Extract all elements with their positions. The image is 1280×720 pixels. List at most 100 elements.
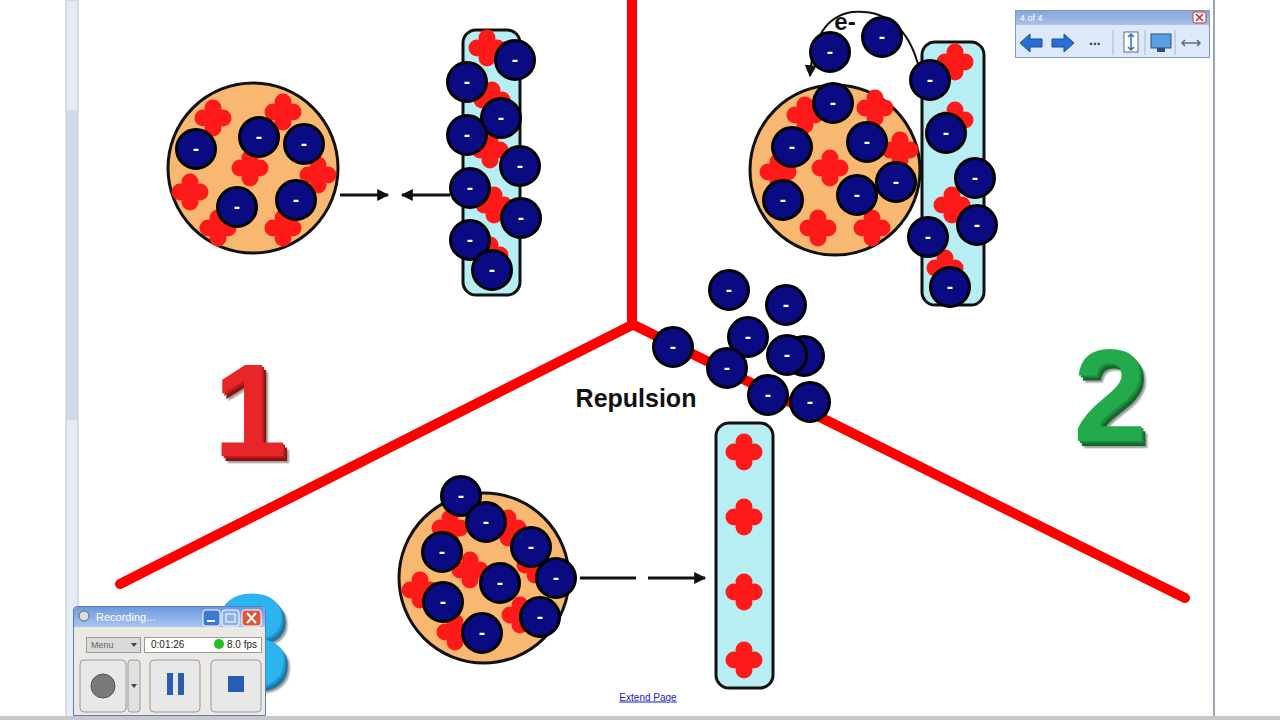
charge-sign: - (766, 334, 808, 374)
menu-button: Menu (86, 637, 141, 653)
window-title: Recording... (74, 607, 265, 627)
electron: - (907, 216, 949, 258)
charge-sign: - (875, 161, 917, 201)
pause-button (150, 660, 200, 712)
stop-button (211, 660, 261, 712)
electron: - (175, 128, 217, 170)
charge-sign: - (652, 326, 694, 366)
charged-rod (726, 642, 763, 679)
electron: - (652, 326, 694, 368)
toolbar-close (1193, 12, 1206, 23)
charge-sign: - (909, 59, 951, 99)
toolbar-icon (1182, 40, 1200, 46)
nav-arrow (1020, 34, 1074, 52)
charged-sphere (168, 83, 338, 253)
window-button (203, 610, 261, 626)
charge-sign: - (216, 186, 258, 226)
electron-path-arrow (810, 12, 918, 76)
charge-sign: - (762, 179, 804, 219)
toolbar-close (1193, 12, 1206, 23)
charge-sign: - (706, 347, 748, 387)
charge-sign: - (471, 249, 513, 289)
electron: - (789, 381, 831, 423)
charge-sign: - (175, 128, 217, 168)
charge-sign: - (812, 82, 854, 122)
force-arrow (340, 194, 388, 197)
toolbar-separator (1175, 30, 1176, 55)
electron: - (846, 121, 888, 163)
pause-button (150, 660, 200, 712)
electron: - (747, 374, 789, 416)
electron: - (446, 114, 488, 156)
toolbar-icon (1128, 34, 1134, 50)
electron: - (954, 157, 996, 199)
force-arrow (340, 194, 450, 197)
recorder-icon (79, 611, 89, 621)
electron: - (812, 82, 854, 124)
stop-button (228, 676, 244, 692)
window-button (242, 610, 261, 626)
charge-sign: - (836, 174, 878, 214)
status-field: 0:01:268.0 fps (144, 637, 262, 653)
electron: - (706, 347, 748, 389)
time-readout: 0:01:26 (151, 638, 184, 652)
record-button (128, 660, 140, 712)
force-arrow (580, 577, 636, 580)
toolbar-separator (1145, 30, 1146, 55)
record-button (91, 674, 115, 698)
charge-sign: - (465, 501, 507, 541)
button-label: Menu (91, 638, 114, 652)
charge-sign: - (275, 179, 317, 219)
dropdown-arrow (131, 643, 137, 647)
electron: - (766, 334, 808, 376)
pause-button (178, 673, 184, 695)
page-border (1213, 0, 1215, 720)
charged-sphere (168, 83, 338, 253)
charge-sign: - (925, 112, 967, 152)
electron: - (956, 204, 998, 246)
nav-arrow (1052, 34, 1074, 52)
force-arrow (648, 577, 705, 580)
dropdown-arrow (131, 643, 137, 647)
charge-sign: - (535, 557, 577, 597)
electron: - (535, 557, 577, 599)
electron: - (765, 284, 807, 326)
electron-label: e- (834, 8, 855, 36)
charged-rod (726, 499, 763, 536)
electron: - (216, 186, 258, 228)
electron: - (479, 562, 521, 604)
electron: - (925, 112, 967, 154)
charged-rod (726, 574, 763, 611)
charge-sign: - (519, 596, 561, 636)
page-link: Extend Page (619, 692, 676, 703)
region-number: 1 (213, 335, 286, 486)
charge-sign: - (907, 216, 949, 256)
charge-sign: - (846, 121, 888, 161)
charge-sign: - (446, 114, 488, 154)
electron: - (762, 179, 804, 221)
electron: - (929, 266, 971, 308)
record-button (131, 684, 137, 688)
electron: - (836, 174, 878, 216)
record-button (80, 660, 126, 712)
divider-line (120, 0, 1185, 598)
window-button (203, 610, 220, 626)
charge-sign: - (765, 284, 807, 324)
charge-sign: - (499, 145, 541, 185)
charge-sign: - (422, 581, 464, 621)
electron: - (461, 612, 503, 654)
toolbar-separator (1113, 30, 1175, 55)
force-arrow (402, 194, 450, 197)
toolbar-close (1196, 14, 1203, 21)
process-label: Repulsion (576, 384, 697, 413)
electron: - (421, 531, 463, 573)
pause-button (167, 673, 173, 695)
charge-sign: - (446, 61, 488, 101)
force-arrow (580, 577, 705, 580)
electron: - (771, 126, 813, 168)
toolbar-icon (1151, 34, 1171, 48)
recorder-icon (79, 611, 89, 621)
window-button (222, 610, 239, 626)
toolbar: 4 of 4... (1015, 10, 1210, 58)
electron: - (275, 179, 317, 221)
